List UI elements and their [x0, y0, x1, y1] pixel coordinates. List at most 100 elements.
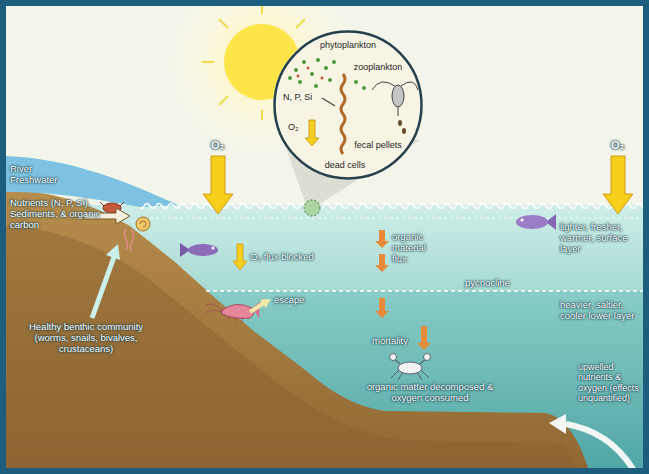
- antennae: [204, 304, 223, 314]
- body: [516, 215, 548, 229]
- inset-text: N, P, Si: [283, 92, 328, 102]
- nutrient-dots: [297, 67, 324, 80]
- oxygen-arrow-blocked: [233, 244, 247, 270]
- text-slot: phytoplankton: [288, 40, 408, 50]
- text-slot: dead cells: [285, 160, 405, 170]
- legs: [228, 316, 242, 322]
- annotation-label: upwelled nutrients & oxygen (effects unq…: [578, 362, 640, 403]
- cell: [298, 80, 302, 84]
- annotation-label: mortality: [372, 336, 420, 347]
- fish-right: [516, 214, 556, 230]
- dot: [307, 67, 310, 70]
- sky: [6, 6, 643, 206]
- sun-ray: [219, 96, 228, 105]
- label-slot: organic material flux: [392, 232, 442, 265]
- crab: [390, 354, 431, 381]
- label-slot: heavier, saltier, cooler lower layer: [560, 300, 638, 322]
- seabed: [6, 190, 590, 468]
- antenna: [372, 82, 395, 90]
- sun-ray: [261, 6, 263, 14]
- annotation-label: O₂: [211, 139, 235, 152]
- cell: [324, 66, 328, 70]
- annotation-label: Healthy benthic community (worms, snails…: [16, 322, 156, 355]
- label-slot: lighter, fresher, warmer, surface layer: [560, 222, 638, 255]
- pellet: [398, 120, 402, 126]
- escape-arrow: [250, 303, 264, 312]
- scene: [6, 6, 643, 468]
- oxygen-arrow-small: [305, 120, 319, 146]
- sinking-cells: [341, 74, 345, 154]
- annotation-label: O₂ flux blocked: [250, 252, 340, 263]
- claw: [424, 354, 431, 361]
- inset-text: fecal pellets: [348, 140, 408, 150]
- claw: [390, 354, 397, 361]
- label-slot: O₂ flux blocked: [250, 252, 340, 263]
- eye: [521, 219, 524, 222]
- annotation-label: organic material flux: [392, 232, 442, 265]
- label-slot: River Freshwater: [10, 164, 70, 186]
- eye: [212, 247, 215, 250]
- seabed-shade: [6, 225, 576, 468]
- antenna: [401, 82, 418, 90]
- upwelling-arrow-head: [549, 414, 566, 434]
- escape-arrow-head: [260, 299, 271, 308]
- oxygen-arrow: [603, 156, 633, 214]
- label-slot: escape: [274, 295, 314, 306]
- body: [392, 85, 404, 107]
- oxygen-arrow: [203, 156, 233, 214]
- label-slot: Healthy benthic community (worms, snails…: [16, 322, 156, 355]
- sun-ray: [261, 110, 263, 120]
- tail: [398, 107, 399, 116]
- flux-arrow: [375, 230, 389, 248]
- label-slot: pycnocline: [465, 278, 525, 289]
- upwelling-arrow: [566, 424, 636, 468]
- cell: [310, 72, 314, 76]
- annotation-label: heavier, saltier, cooler lower layer: [560, 300, 638, 322]
- inset-text: dead cells: [285, 160, 405, 170]
- text-slot: O₂: [288, 122, 308, 132]
- annotation-label: pycnocline: [465, 278, 525, 289]
- label-slot: Nutrients (N, P, Si), Sediments, & organ…: [10, 198, 110, 231]
- benthic-arrow-head: [106, 244, 120, 260]
- annotation-label: lighter, fresher, warmer, surface layer: [560, 222, 638, 255]
- sun-ray: [202, 61, 214, 63]
- annotation-label: escape: [274, 295, 314, 306]
- body: [222, 304, 254, 318]
- annotation-label: organic matter decomposed & oxygen consu…: [355, 382, 505, 404]
- mortality-arrow: [417, 326, 431, 350]
- annotation-label: O₂: [611, 139, 635, 152]
- inset-text: zooplankton: [348, 62, 408, 72]
- flux-arrow: [375, 254, 389, 272]
- worms: [125, 228, 134, 251]
- cell: [362, 86, 366, 90]
- magnified-spot: [304, 200, 320, 216]
- circle-outline: [275, 32, 422, 179]
- shell: [398, 362, 422, 374]
- label-slot: upwelled nutrients & oxygen (effects unq…: [578, 362, 640, 403]
- node-outline: [273, 30, 423, 180]
- inset-text: O₂: [288, 122, 308, 132]
- text-slot: N, P, Si: [283, 92, 328, 102]
- text-slot: fecal pellets: [348, 140, 408, 150]
- cell: [354, 80, 358, 84]
- claws: [100, 202, 124, 206]
- inset-fill: [273, 30, 423, 180]
- dot: [297, 75, 300, 78]
- sun-ray: [296, 19, 305, 28]
- pycnocline-line: [206, 290, 643, 291]
- dot: [321, 77, 324, 80]
- benthic-arrow: [92, 257, 114, 318]
- cell: [314, 84, 318, 88]
- cell: [294, 68, 298, 72]
- flux-arrow: [375, 298, 389, 318]
- cell: [288, 76, 292, 80]
- annotation-label: River Freshwater: [10, 164, 70, 186]
- inset-circle: phytoplankton N, P, Si O₂ dead cells zooplan…: [273, 30, 423, 180]
- cell: [302, 60, 306, 64]
- label-slot: O₂: [611, 139, 635, 152]
- fish-left: [180, 243, 218, 257]
